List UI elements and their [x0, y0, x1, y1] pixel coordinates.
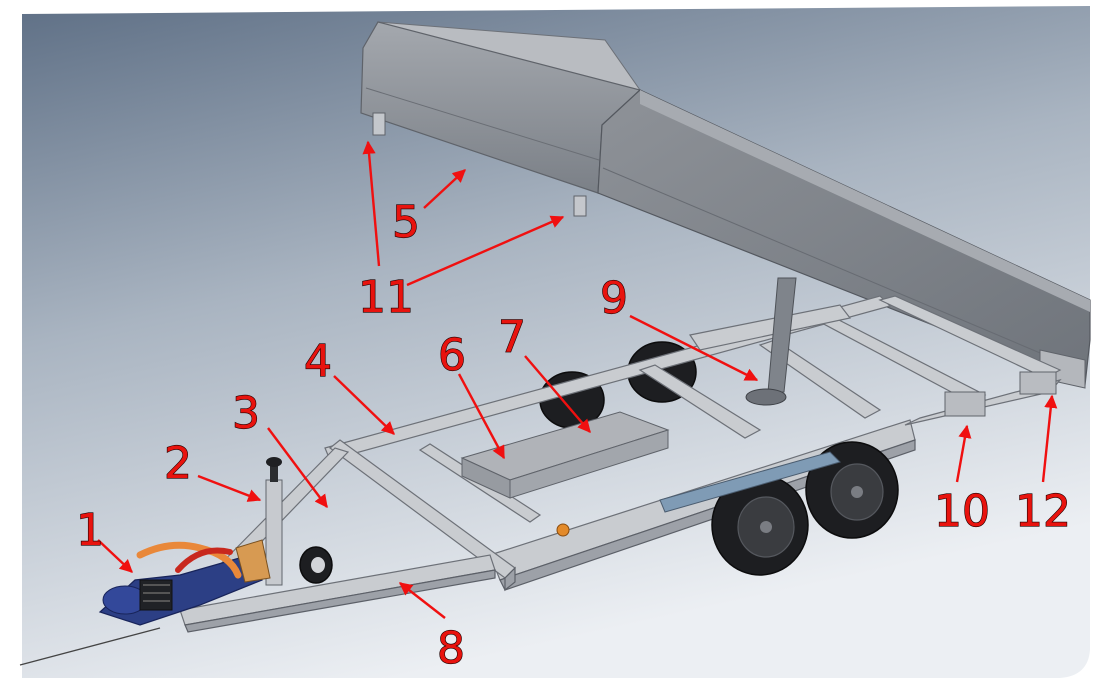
arrow-8: [398, 582, 446, 619]
pin-front-left: [372, 112, 386, 136]
jockey-wheel: [265, 457, 333, 586]
arrow-2: [197, 474, 262, 502]
callout-label-5: 5: [392, 197, 420, 248]
callout-arrows: [97, 140, 1058, 619]
wheel-rear: [805, 441, 899, 539]
arrow-11b: [406, 215, 565, 287]
callout-label-3: 3: [232, 388, 260, 439]
arrow-5: [423, 169, 466, 209]
rear-bracket-10: [944, 391, 986, 417]
arrow-7: [524, 355, 591, 434]
callout-label-11: 11: [358, 272, 414, 323]
rear-bracket-12: [1019, 371, 1057, 395]
callout-labels: 1 2 3 4 5 6 7 8 9 10 11 12: [75, 196, 1071, 674]
pin-front-right: [573, 195, 587, 217]
callout-label-2: 2: [164, 438, 192, 489]
coupling-head: [19, 539, 271, 666]
tipper-body: [360, 21, 1091, 389]
callout-label-10: 10: [934, 486, 990, 537]
arrow-1: [97, 539, 133, 573]
callout-label-12: 12: [1015, 486, 1071, 537]
arrow-10: [955, 424, 972, 483]
arrow-9: [629, 314, 759, 382]
callout-label-1: 1: [76, 505, 104, 556]
callout-label-4: 4: [304, 336, 332, 387]
arrow-11a: [362, 140, 381, 267]
callout-label-6: 6: [438, 330, 466, 381]
callout-label-8: 8: [437, 623, 465, 674]
arrow-12: [1041, 394, 1058, 483]
callout-label-7: 7: [498, 312, 526, 363]
callout-label-9: 9: [600, 273, 628, 324]
hydraulic-ram: [767, 277, 797, 393]
arrow-3: [267, 427, 328, 509]
arrow-6: [457, 373, 506, 460]
arrow-4: [333, 375, 395, 435]
